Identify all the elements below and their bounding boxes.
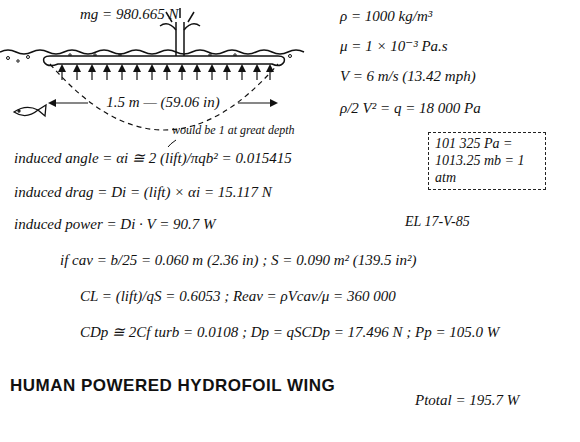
water-surface — [0, 50, 304, 54]
viscosity-label: μ = 1 × 10⁻³ Pa.s — [340, 38, 448, 55]
formula-line: induced drag = Di = (lift) × αi = 15.117… — [14, 184, 272, 201]
speed-label: V = 6 m/s (13.42 mph) — [340, 68, 476, 85]
formula-line: CDp ≅ 2Cf turb = 0.0108 ; Dp = qSCDp = 1… — [80, 324, 499, 341]
formula-line: if cav = b/25 = 0.060 m (2.36 in) ; S = … — [60, 252, 416, 269]
leader-line — [168, 140, 176, 147]
box-text: 101 325 Pa = 1013.25 mb = 1 atm — [435, 136, 539, 186]
wing — [44, 56, 285, 66]
lift-distribution — [50, 64, 278, 130]
fish — [14, 105, 46, 116]
density-label: ρ = 1000 kg/m³ — [340, 8, 432, 25]
formula-line: CL = (lift)/qS = 0.6053 ; Reav = ρVcav/μ… — [80, 288, 396, 305]
note-label: would be 1 at great depth — [172, 124, 295, 138]
formula-line: Ptotal = 195.7 W — [415, 392, 519, 409]
weight-label: mg = 980.665 N — [80, 6, 178, 23]
dashed-box: 101 325 Pa = 1013.25 mb = 1 atm — [428, 132, 546, 190]
dynamic-pressure-label: ρ/2 V² = q = 18 000 Pa — [340, 100, 481, 117]
formula-line: induced power = Di · V = 90.7 W — [14, 216, 216, 233]
formula-line: induced angle = αi ≅ 2 (lift)/πqb² = 0.0… — [14, 150, 292, 167]
signature: EL 17-V-85 — [405, 214, 470, 230]
dimension-label: 1.5 m — (59.06 in) — [106, 94, 219, 111]
lift-arrows — [62, 68, 270, 80]
title: HUMAN POWERED HYDROFOIL WING — [10, 376, 335, 396]
